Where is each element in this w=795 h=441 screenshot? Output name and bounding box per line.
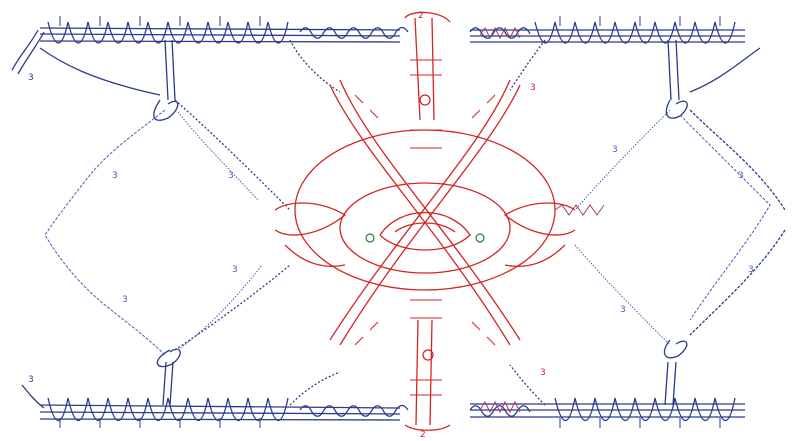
label-top-center: 2 (418, 11, 424, 21)
label-right-diamond-b: 3 (738, 171, 744, 181)
label-bottom-left: 3 (28, 375, 34, 385)
label-top-left: 3 (28, 73, 34, 83)
label-left-lower-b: 3 (232, 265, 238, 275)
red-tick-marks (355, 60, 495, 395)
label-left-diamond-b: 3 (228, 171, 234, 181)
right-hexagon-outline (510, 40, 785, 405)
label-right-diamond: 3 (612, 145, 618, 155)
top-braid-band (12, 22, 745, 74)
label-right-lower: 3 (620, 305, 626, 315)
left-hexagon-outline (40, 40, 340, 405)
label-red-bottom: 3 (540, 368, 546, 378)
label-red-top: 3 (530, 83, 536, 93)
label-bottom-center: 2 (420, 430, 426, 440)
label-left-lower: 3 (122, 295, 128, 305)
label-right-lower-b: 3 (748, 265, 754, 275)
label-left-diamond: 3 (112, 171, 118, 181)
bottom-braid-band (22, 385, 745, 421)
left-diamond-motif (45, 110, 262, 355)
junction-zigzags (480, 28, 604, 412)
pattern-labels: 3 2 3 3 3 3 3 3 3 2 3 3 3 3 (28, 11, 754, 440)
right-diamond-motif (575, 110, 770, 345)
